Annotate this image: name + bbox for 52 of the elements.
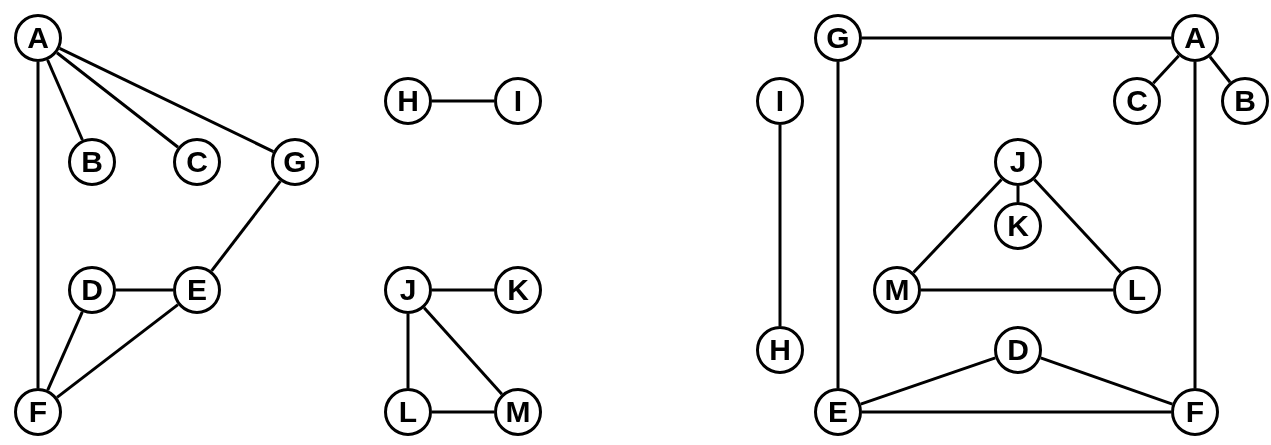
edge-line <box>56 303 179 399</box>
edge-line <box>921 288 1113 292</box>
node-circle: C <box>1113 77 1161 125</box>
node-circle: H <box>384 77 432 125</box>
node-circle: E <box>814 388 862 436</box>
edge-line <box>862 410 1171 414</box>
edge-line <box>422 306 504 396</box>
node-circle: F <box>1171 388 1219 436</box>
node-circle: H <box>756 326 804 374</box>
node-circle: J <box>384 266 432 314</box>
node-circle: G <box>271 138 319 186</box>
node-circle: L <box>1113 266 1161 314</box>
node-circle: A <box>14 14 62 62</box>
edge-line <box>1040 356 1173 406</box>
edge-line <box>1208 55 1232 84</box>
node-circle: I <box>494 77 542 125</box>
node-circle: K <box>494 266 542 314</box>
node-circle: A <box>1171 14 1219 62</box>
node-circle: M <box>873 266 921 314</box>
node-circle: B <box>1221 77 1269 125</box>
node-circle: C <box>173 138 221 186</box>
node-circle: E <box>173 266 221 314</box>
edge-line <box>1016 186 1020 202</box>
edge-line <box>836 62 840 388</box>
edge-line <box>1152 54 1180 85</box>
node-circle: B <box>68 138 116 186</box>
edge-line <box>46 311 84 391</box>
edge-line <box>432 410 494 414</box>
edge-line <box>432 288 494 292</box>
edge-line <box>862 36 1171 40</box>
edge-line <box>1193 62 1197 388</box>
edge-line <box>56 51 179 149</box>
node-circle: I <box>756 77 804 125</box>
node-circle: D <box>994 326 1042 374</box>
node-circle: L <box>384 388 432 436</box>
edge-line <box>116 288 173 292</box>
edge-line <box>912 178 1003 274</box>
edge-line <box>46 59 84 141</box>
edge-line <box>58 47 275 153</box>
edge-line <box>778 125 782 326</box>
node-circle: M <box>494 388 542 436</box>
edge-line <box>210 180 282 272</box>
edge-line <box>860 356 996 406</box>
node-circle: F <box>14 388 62 436</box>
node-circle: D <box>68 266 116 314</box>
edge-line <box>36 62 40 388</box>
edge-line <box>1033 178 1122 274</box>
node-circle: G <box>814 14 862 62</box>
node-circle: K <box>994 202 1042 250</box>
edge-line <box>406 314 410 388</box>
edge-line <box>432 99 494 103</box>
node-circle: J <box>994 138 1042 186</box>
